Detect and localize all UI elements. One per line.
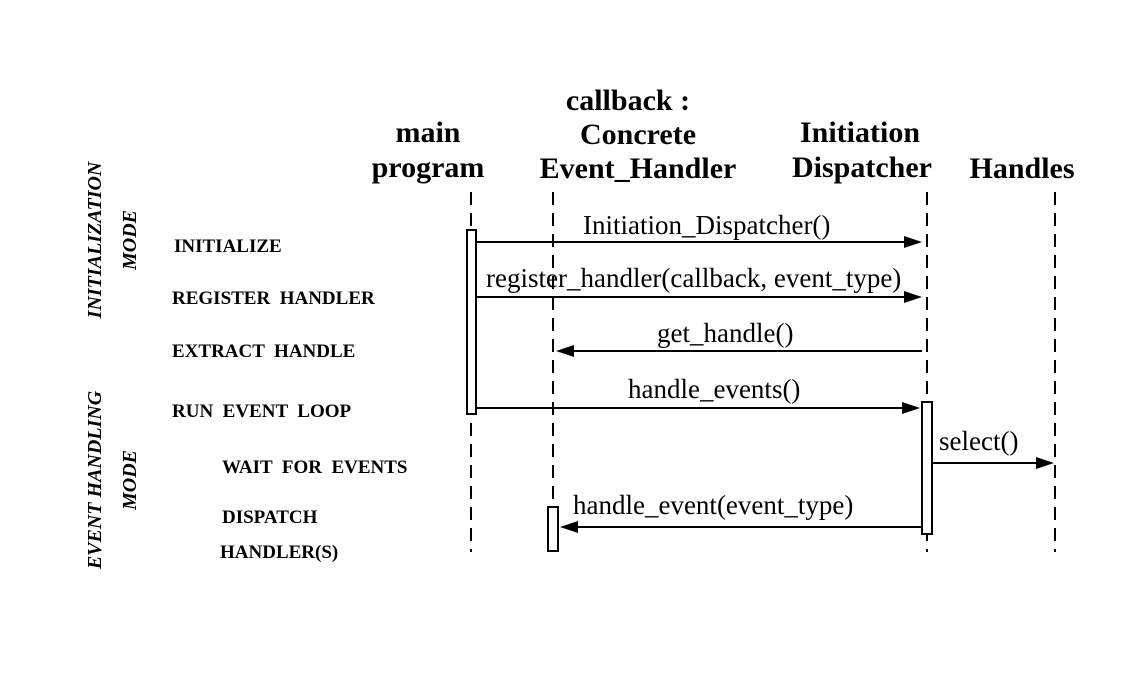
step-dispatch: DISPATCH bbox=[222, 507, 318, 528]
participant-handles: Handles bbox=[969, 152, 1074, 185]
participant-main-line2: program bbox=[372, 151, 485, 184]
step-wait-for-events: WAIT FOR EVENTS bbox=[222, 457, 407, 478]
participant-main-program: main program bbox=[372, 116, 485, 184]
step-handlers: HANDLER(S) bbox=[220, 542, 338, 563]
message-label-get-handle: get_handle() bbox=[657, 318, 793, 348]
activation-main-program bbox=[466, 229, 477, 415]
message-label-initiation-dispatcher: Initiation_Dispatcher() bbox=[583, 210, 830, 240]
step-extract-handle: EXTRACT HANDLE bbox=[172, 341, 355, 362]
message-handle-event: handle_event(event_type) bbox=[560, 490, 922, 533]
message-label-register-handler: register_handler(callback, event_type) bbox=[486, 263, 901, 293]
mode-event-handling: EVENT HANDLING MODE bbox=[84, 390, 141, 570]
mode-initialization-line2: MODE bbox=[119, 210, 141, 271]
step-run-event-loop: RUN EVENT LOOP bbox=[172, 401, 352, 422]
participant-callback: callback : Concrete Event_Handler bbox=[540, 84, 737, 185]
message-label-select: select() bbox=[939, 426, 1018, 456]
participant-handles-line1: Handles bbox=[969, 152, 1074, 185]
message-get-handle: get_handle() bbox=[556, 318, 922, 357]
participant-callback-line3: Event_Handler bbox=[540, 152, 737, 185]
participant-initiation-dispatcher: Initiation Dispatcher bbox=[792, 116, 932, 184]
activation-callback bbox=[547, 506, 559, 552]
participant-callback-line2: Concrete bbox=[580, 118, 696, 151]
participant-main-line1: main bbox=[395, 116, 460, 149]
step-register-handler: REGISTER HANDLER bbox=[172, 288, 375, 309]
activation-initiation-dispatcher bbox=[921, 401, 933, 535]
participant-callback-line1: callback : bbox=[566, 84, 690, 117]
mode-initialization: INITIALIZATION MODE bbox=[84, 160, 141, 319]
message-label-handle-events: handle_events() bbox=[628, 374, 800, 404]
message-initiation-dispatcher: Initiation_Dispatcher() bbox=[476, 210, 922, 248]
message-register-handler: register_handler(callback, event_type) bbox=[476, 263, 922, 303]
message-label-handle-event: handle_event(event_type) bbox=[573, 490, 853, 520]
mode-event-handling-line1: EVENT HANDLING bbox=[84, 390, 106, 570]
mode-initialization-line1: INITIALIZATION bbox=[84, 160, 106, 319]
participant-dispatcher-line2: Dispatcher bbox=[792, 151, 932, 184]
message-handle-events: handle_events() bbox=[476, 374, 920, 414]
step-initialize: INITIALIZE bbox=[174, 236, 282, 257]
message-select: select() bbox=[932, 426, 1054, 469]
participant-dispatcher-line1: Initiation bbox=[800, 116, 920, 149]
mode-event-handling-line2: MODE bbox=[119, 450, 141, 511]
